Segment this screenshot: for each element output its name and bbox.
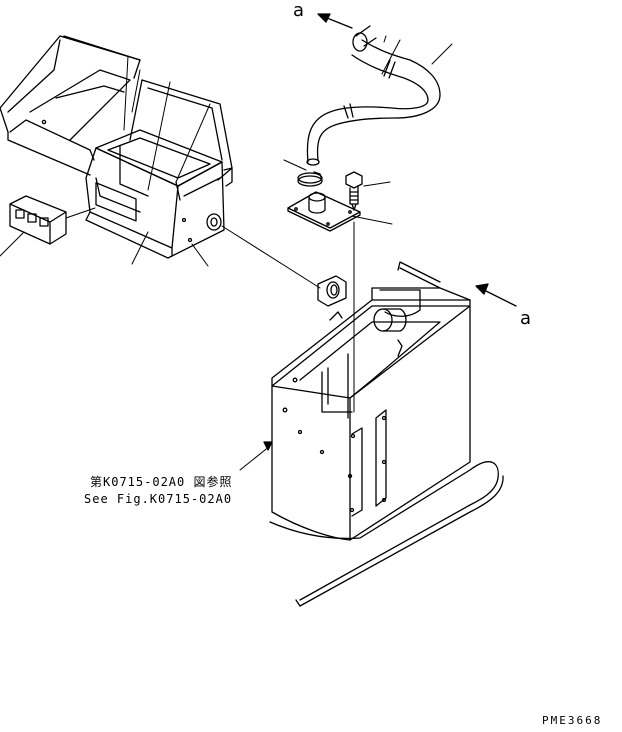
direction-arrows [264,14,516,450]
tank-housing [272,262,470,540]
hose-clamp [298,172,322,186]
switch-panel [10,196,66,244]
heater-box [86,80,232,258]
drawing-code: PME3668 [542,714,603,727]
flange-plate [288,192,360,231]
reference-note-jp: 第K0715-02A0 図参照 [90,475,233,489]
base-platform [270,462,503,606]
reference-note-en: See Fig.K0715-02A0 [84,492,233,506]
bolt [346,172,362,210]
grommet [318,276,346,306]
box-cover [0,36,140,175]
arrow-label-top: a [293,0,305,21]
arrow-label-right: a [520,308,532,329]
leader-lines [0,36,452,470]
hose [307,26,440,165]
